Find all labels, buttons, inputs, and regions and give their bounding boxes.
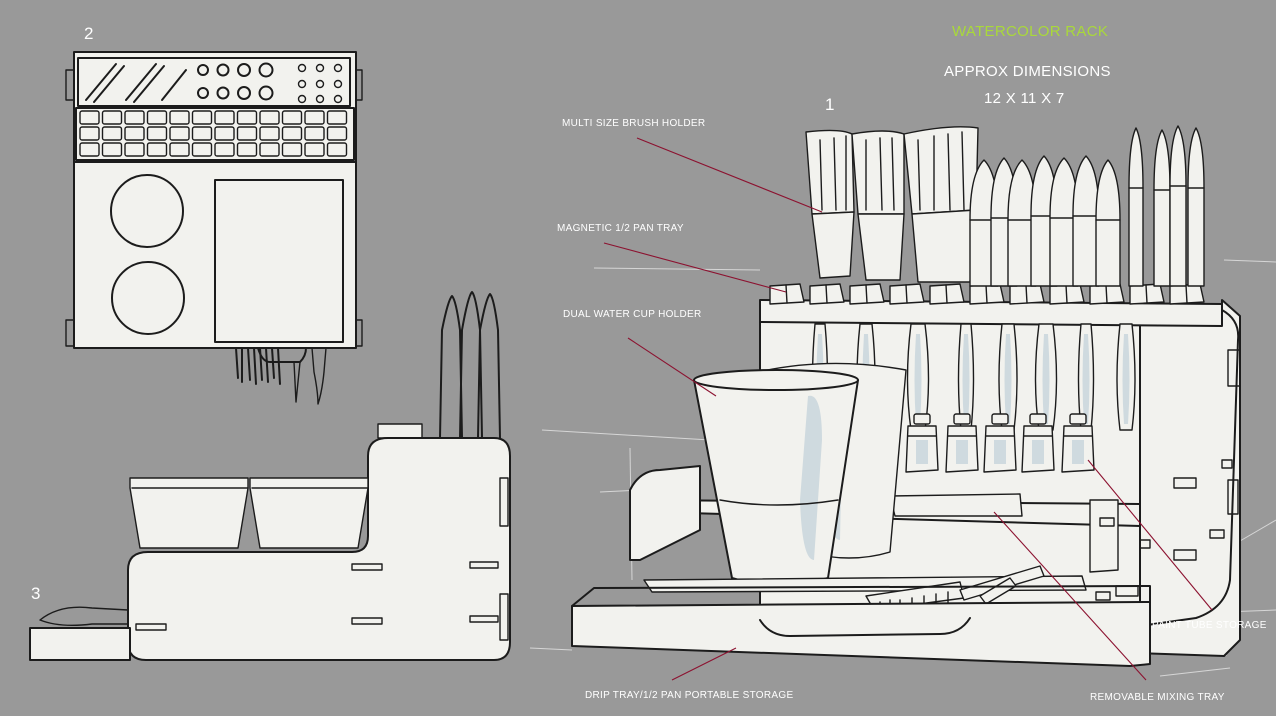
callout-drip-tray: DRIP TRAY/1/2 PAN PORTABLE STORAGE (585, 690, 793, 701)
round-brushes (970, 126, 1204, 286)
leader-brush-holder (637, 138, 822, 212)
leader-drip-tray (672, 648, 736, 680)
flat-brushes (806, 127, 978, 282)
callout-pan-tray: MAGNETIC 1/2 PAN TRAY (557, 223, 684, 234)
front-view-sketch (530, 126, 1276, 676)
brush-holder-blocks (770, 284, 1204, 304)
leader-pan-tray (604, 243, 786, 292)
view-number-front: 1 (825, 95, 834, 115)
view-number-side: 3 (31, 584, 40, 604)
callout-brush-holder: MULTI SIZE BRUSH HOLDER (562, 118, 705, 129)
top-view-sketch (66, 52, 362, 404)
rack-title: WATERCOLOR RACK (952, 23, 1108, 40)
dimensions-value: 12 X 11 X 7 (984, 90, 1065, 107)
callout-tube-storage: PAINT TUBE STORAGE (1152, 620, 1267, 631)
leader-cup-holder (628, 338, 716, 396)
callout-cup-holder: DUAL WATER CUP HOLDER (563, 309, 702, 320)
callout-mixing-tray: REMOVABLE MIXING TRAY (1090, 692, 1225, 703)
view-number-top: 2 (84, 24, 93, 44)
dimensions-heading: APPROX DIMENSIONS (944, 63, 1111, 80)
